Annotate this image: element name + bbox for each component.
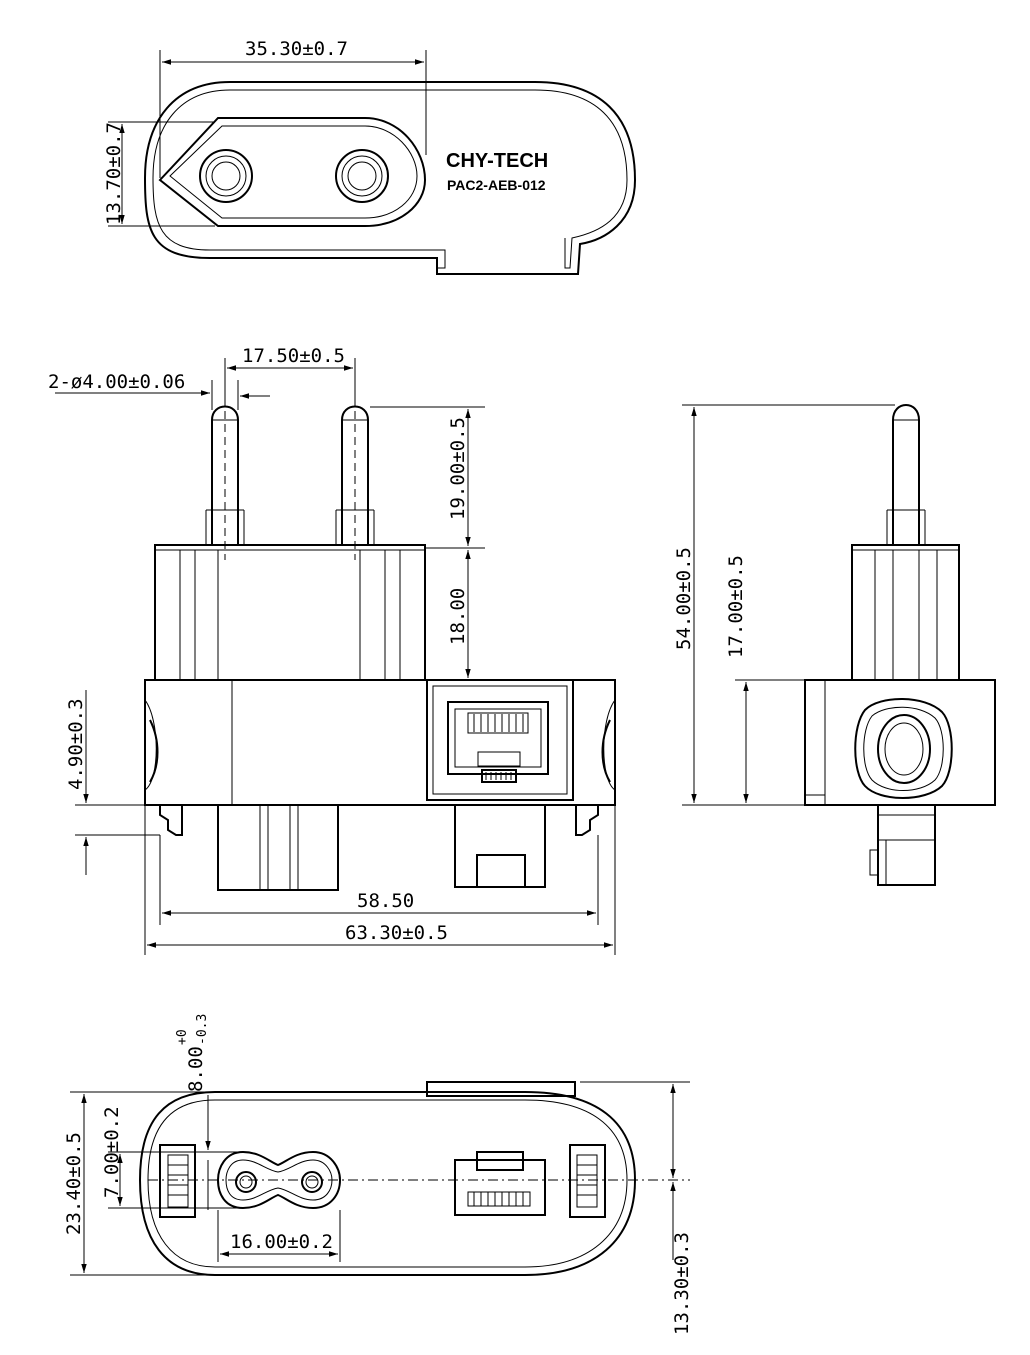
- bottom-view: 23.40±0.5 7.00±0.2 8.00 +0 -0.3 16.00±0.…: [63, 1014, 693, 1335]
- body-height-text: 18.00: [447, 588, 469, 645]
- outer-width-text: 63.30±0.5: [345, 922, 448, 944]
- inner-width-text: 58.50: [357, 890, 414, 912]
- depth-tol-lower: -0.3: [195, 1014, 210, 1045]
- socket-width-text: 16.00±0.2: [230, 1231, 333, 1253]
- top-view-outline: [143, 81, 637, 275]
- top-height-text: 13.70±0.7: [103, 122, 125, 225]
- depth-tol-upper: +0: [175, 1029, 190, 1045]
- rj45-contacts: [473, 714, 524, 732]
- front-view: 2-ø4.00±0.06 17.50±0.5 19.00±0.5 18.00 4…: [48, 345, 616, 955]
- adapter-base: [144, 679, 616, 806]
- rj45-port-opening: [447, 701, 549, 775]
- rj45-port-housing: [426, 679, 574, 801]
- iec-c8-socket: [216, 1150, 342, 1210]
- side-body-height-text: 17.00±0.5: [725, 555, 747, 658]
- socket-height-text: 7.00±0.2: [101, 1106, 123, 1198]
- total-depth-text: 23.40±0.5: [63, 1132, 85, 1235]
- side-body: [851, 544, 960, 681]
- pin-diameter-text: 2-ø4.00±0.06: [48, 371, 185, 393]
- right-pin-socket: [335, 149, 389, 203]
- brand-label: CHY-TECH: [446, 150, 548, 172]
- left-pin-socket: [199, 149, 253, 203]
- iec-c8-inlet-body: [217, 804, 339, 891]
- model-label: PAC2-AEB-012: [447, 177, 546, 193]
- total-height-text: 54.00±0.5: [673, 547, 695, 650]
- depth-tol-text: 8.00: [185, 1046, 207, 1092]
- pin-length-text: 19.00±0.5: [447, 417, 469, 520]
- top-width-text: 35.30±0.7: [245, 38, 348, 60]
- rj45-bottom: [454, 1151, 546, 1216]
- right-clip: [569, 1144, 606, 1218]
- side-socket-hole: [877, 714, 931, 784]
- side-view: 54.00±0.5 17.00±0.5: [673, 404, 996, 886]
- offset-text: 13.30±0.3: [671, 1232, 693, 1335]
- bottom-outline: [138, 1091, 637, 1276]
- side-base: [804, 679, 996, 806]
- side-pin: [892, 404, 920, 545]
- pin-spacing-text: 17.50±0.5: [242, 345, 345, 367]
- top-view: CHY-TECH PAC2-AEB-012 35.30±0.7 13.70±0.…: [103, 38, 637, 275]
- bottom-latch: [426, 1081, 576, 1097]
- base-height-text: 4.90±0.3: [65, 698, 87, 790]
- left-clip: [159, 1144, 196, 1218]
- rj45-plug-body: [454, 804, 546, 888]
- plug-face-outline: [158, 117, 427, 227]
